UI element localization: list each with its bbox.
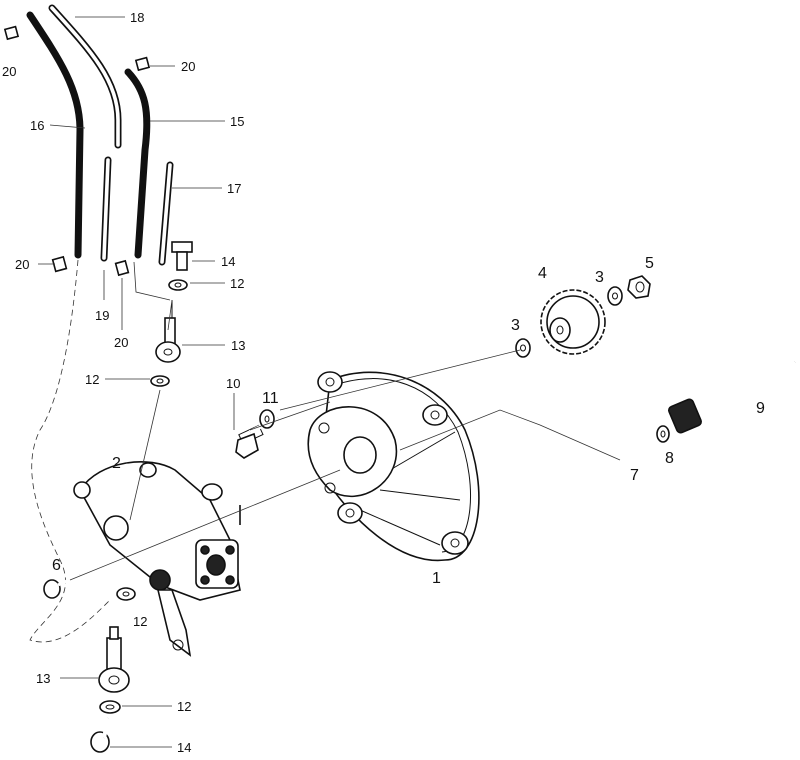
callout-7: 7 <box>630 467 639 484</box>
clip-icon <box>3 25 20 41</box>
callout-20: 20 <box>114 335 128 350</box>
callout-8: 8 <box>665 450 674 467</box>
callout-2: 2 <box>112 455 121 472</box>
hose-18 <box>48 4 122 149</box>
clip-icon <box>51 255 68 273</box>
hose-15 <box>124 68 151 259</box>
gear-icon <box>540 289 606 355</box>
callout-11: 11 <box>262 390 279 407</box>
banjo-fitting-icon <box>155 300 181 363</box>
screw-icon <box>43 573 81 599</box>
callout-18: 18 <box>130 10 144 25</box>
washer-icon <box>99 700 121 714</box>
callout-19: 19 <box>95 308 109 323</box>
callout-20: 20 <box>181 59 195 74</box>
assembly-axis-line <box>399 409 621 461</box>
callout-9: 9 <box>756 400 765 417</box>
callout-12: 12 <box>85 372 99 387</box>
nut-icon <box>627 275 651 299</box>
washer-icon <box>259 409 275 429</box>
callout-20: 20 <box>2 64 16 79</box>
hose-routing-line <box>29 259 111 643</box>
banjo-fitting-icon <box>98 626 130 693</box>
pin-icon <box>617 442 653 458</box>
callout-12: 12 <box>230 276 244 291</box>
clip-icon <box>134 56 151 72</box>
callout-5: 5 <box>645 255 654 272</box>
assembly-axis-line <box>167 299 173 331</box>
callout-14: 14 <box>177 740 191 755</box>
hose-17 <box>158 161 174 266</box>
callout-10: 10 <box>226 376 240 391</box>
oil-pump-icon <box>73 461 241 657</box>
banjo-bolt-icon <box>90 717 110 753</box>
callout-12: 12 <box>133 614 147 629</box>
washer-icon <box>168 279 188 291</box>
callout-17: 17 <box>227 181 241 196</box>
assembly-axis-line <box>133 261 171 301</box>
callout-16: 16 <box>30 118 44 133</box>
callout-20: 20 <box>15 257 29 272</box>
assembly-axis-line <box>279 349 521 411</box>
hose-19 <box>100 156 112 262</box>
washer-icon <box>515 338 531 358</box>
callout-12: 12 <box>177 699 191 714</box>
banjo-bolt-icon <box>171 241 193 271</box>
assembly-axis-line <box>129 389 161 521</box>
washer-icon <box>150 375 170 387</box>
callout-6: 6 <box>52 557 61 574</box>
assembly-axis-line <box>249 401 331 431</box>
washer-icon <box>656 425 670 443</box>
washer-icon <box>116 587 136 601</box>
callout-1: 1 <box>432 570 441 587</box>
hose-16 <box>26 11 84 259</box>
callout-3: 3 <box>595 269 604 286</box>
callout-3: 3 <box>511 317 520 334</box>
callout-4: 4 <box>538 265 547 282</box>
washer-icon <box>607 286 623 306</box>
callout-13: 13 <box>231 338 245 353</box>
callout-14: 14 <box>221 254 235 269</box>
leader-line <box>49 124 86 129</box>
drive-shaft-icon <box>668 359 796 434</box>
pump-cover-housing <box>307 371 480 562</box>
callout-13: 13 <box>36 671 50 686</box>
clip-icon <box>114 259 130 277</box>
callout-15: 15 <box>230 114 244 129</box>
assembly-axis-line <box>69 469 341 581</box>
